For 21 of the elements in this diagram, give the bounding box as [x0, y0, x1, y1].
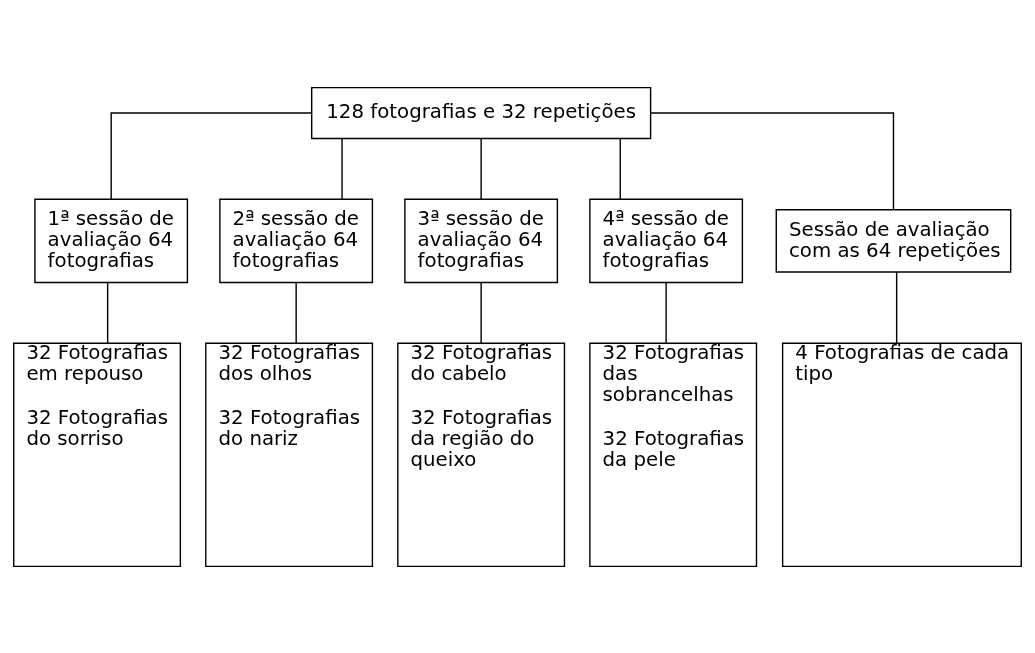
- connector: [895, 270, 898, 344]
- connector: [480, 281, 482, 344]
- node-box: 32 Fotografias dos olhos 32 Fotografias do nariz: [205, 342, 374, 567]
- connector: [480, 137, 482, 200]
- connector: [619, 137, 621, 200]
- node-box: 2ª sessão de avaliação 64 fotografias: [219, 198, 374, 283]
- connector: [341, 137, 343, 200]
- connector: [106, 281, 109, 344]
- node-box: 32 Fotografias das sobrancelhas 32 Fotografias da pele: [589, 342, 758, 567]
- connector: [295, 281, 297, 344]
- node-box: 4ª sessão de avaliação 64 fotografias: [589, 198, 744, 283]
- node-box: 4 Fotografias de cada tipo: [781, 342, 1022, 567]
- connector: [665, 281, 667, 344]
- node-box: 32 Fotografias do cabelo 32 Fotografias da região do queixo: [397, 342, 566, 567]
- connector: [649, 111, 895, 210]
- connector: [110, 111, 313, 200]
- node-box: 128 fotografias e 32 repetições: [311, 86, 652, 139]
- node-box: 1ª sessão de avaliação 64 fotografias: [34, 198, 189, 283]
- node-box: 32 Fotografias em repouso 32 Fotografias do sorriso: [13, 342, 182, 567]
- node-box: Sessão de avaliação com as 64 repetições: [775, 208, 1012, 273]
- node-box: 3ª sessão de avaliação 64 fotografias: [404, 198, 559, 283]
